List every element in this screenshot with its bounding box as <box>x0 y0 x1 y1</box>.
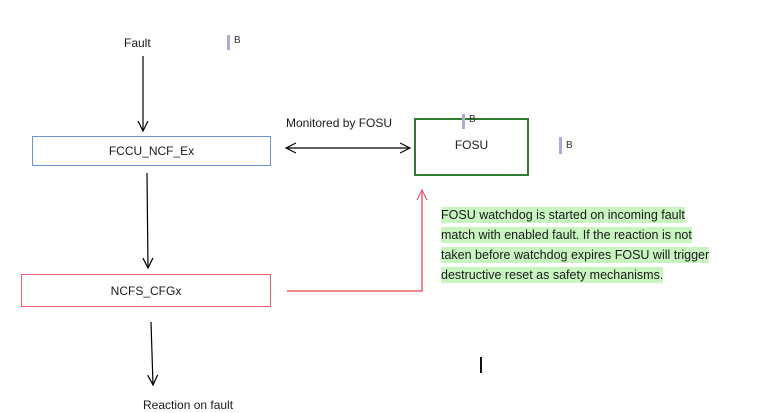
arrow-fccu-to-ncfs <box>147 172 148 268</box>
marker-bar <box>227 35 230 50</box>
marker-bar <box>462 114 465 129</box>
monitored-by-fosu-label: Monitored by FOSU <box>286 116 393 130</box>
fosu-box[interactable]: FOSU <box>414 118 529 176</box>
marker-bar <box>559 137 562 154</box>
ncfs-cfgx-label: NCFS_CFGx <box>110 283 182 298</box>
note-line: taken before watchdog expires FOSU will … <box>441 247 710 263</box>
fault-label: Fault <box>124 36 151 50</box>
marker-text: B <box>234 35 241 46</box>
fosu-watchdog-note: FOSU watchdog is started on incoming fau… <box>441 205 710 285</box>
comment-marker[interactable]: B <box>227 35 241 50</box>
arrow-ncfs-to-fosu <box>287 190 422 292</box>
fccu-ncf-ex-label: FCCU_NCF_Ex <box>108 144 195 158</box>
ncfs-cfgx-box[interactable]: NCFS_CFGx <box>21 274 271 307</box>
reaction-on-fault-label: Reaction on fault <box>143 398 234 412</box>
note-line: destructive reset as safety mechanisms. <box>441 267 664 283</box>
text-cursor <box>480 357 482 373</box>
marker-text: B <box>469 114 476 125</box>
comment-marker[interactable]: B <box>462 114 476 129</box>
fosu-label: FOSU <box>454 138 489 152</box>
note-line: match with enabled fault. If the reactio… <box>441 227 692 243</box>
fccu-ncf-ex-box[interactable]: FCCU_NCF_Ex <box>32 136 271 166</box>
arrow-ncfs-to-reaction <box>151 321 153 385</box>
comment-marker[interactable]: B <box>559 137 573 154</box>
marker-text: B <box>566 140 573 151</box>
note-line: FOSU watchdog is started on incoming fau… <box>441 207 685 223</box>
